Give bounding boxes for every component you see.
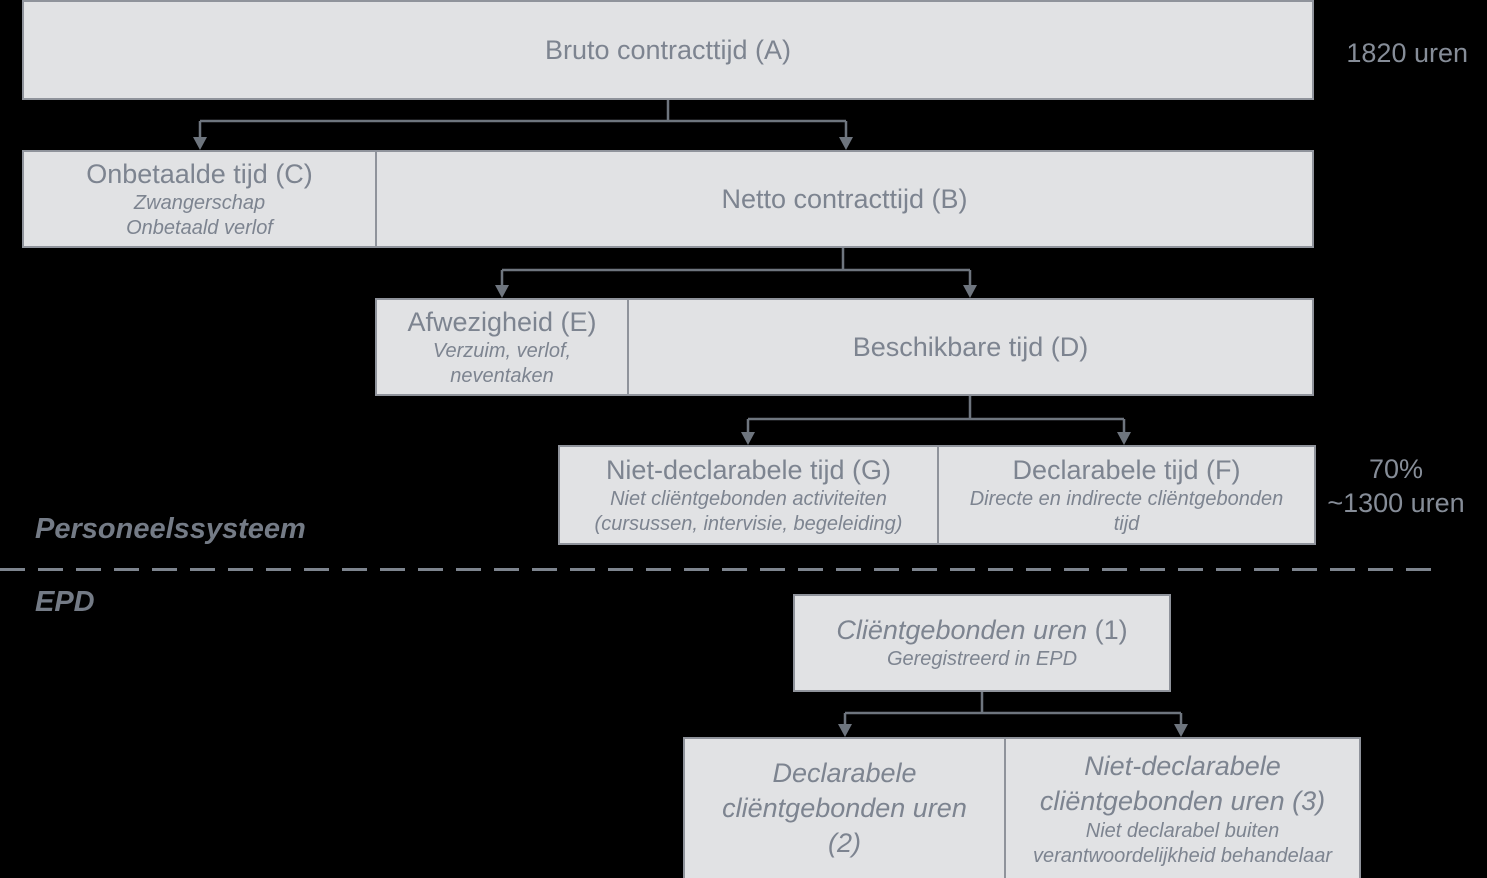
box-niet-declarabele-clientgebonden-uren: Niet-declarabele cliëntgebonden uren (3)… (1006, 739, 1359, 878)
box-declarabele-tijd-title: Declarabele tijd (F) (1012, 454, 1241, 485)
box2-title-line1: Declarabele (772, 758, 917, 788)
connector-a-to-c-b (198, 100, 848, 140)
box-declarabele-clientgebonden-uren: Declarabele cliëntgebonden uren (2) (685, 739, 1004, 878)
box-onbetaalde-tijd-sub2: Onbetaald verlof (126, 216, 273, 239)
row-declarabel-nietdeclarabel-epd: Declarabele cliëntgebonden uren (2) Niet… (683, 737, 1361, 878)
box-clientgebonden-uren: Cliëntgebonden uren (1) Geregistreerd in… (793, 594, 1171, 692)
box-clientgebonden-uren-title: Cliëntgebonden uren (1) (836, 615, 1128, 645)
box-niet-declarabele-tijd-title: Niet-declarabele tijd (G) (605, 454, 892, 485)
box-bruto-contracttijd-title: Bruto contracttijd (A) (544, 34, 792, 65)
declarable-hours: ~1300 uren (1327, 488, 1465, 518)
section-personeelssysteem-label: Personeelssysteem (35, 513, 306, 545)
connector-b-to-e-d (500, 248, 972, 288)
box-afwezigheid-title: Afwezigheid (E) (407, 306, 597, 337)
connector-d-to-g-f (746, 396, 1126, 435)
box-afwezigheid: Afwezigheid (E) Verzuim, verlof, neventa… (377, 300, 627, 394)
row5-divider (1004, 739, 1006, 878)
box-clientgebonden-uren-sub1: Geregistreerd in EPD (886, 648, 1078, 670)
arrowheads-1 (838, 724, 1188, 737)
row-nietdeclarabel-declarabel: Niet-declarabele tijd (G) Niet cliëntgeb… (558, 445, 1316, 545)
row4-divider (937, 447, 939, 543)
box-niet-declarabele-tijd: Niet-declarabele tijd (G) Niet cliëntgeb… (560, 447, 937, 543)
box-onbetaalde-tijd: Onbetaalde tijd (C) Zwangerschap Onbetaa… (24, 152, 375, 246)
arrowheads-b (495, 285, 977, 298)
row-afwezigheid-beschikbaar: Afwezigheid (E) Verzuim, verlof, neventa… (375, 298, 1314, 396)
box-declarabele-tijd: Declarabele tijd (F) Directe en indirect… (939, 447, 1314, 543)
total-hours-label: 1820 uren (1346, 38, 1468, 68)
box-niet-declarabele-tijd-sub1: Niet cliëntgebonden activiteiten (610, 487, 887, 510)
box-afwezigheid-sub1: Verzuim, verlof, (432, 339, 572, 362)
box3-sub2: verantwoordelijkheid behandelaar (1032, 844, 1333, 867)
box-netto-contracttijd-title: Netto contracttijd (B) (721, 183, 968, 214)
row2-divider (375, 152, 377, 246)
declarable-hours-label: 70% ~1300 uren (1320, 452, 1472, 520)
box3-title-line2: cliëntgebonden uren (3) (1039, 785, 1326, 816)
box-afwezigheid-sub2: neventaken (450, 364, 554, 387)
box-niet-declarabele-tijd-sub2: (cursussen, intervisie, begeleiding) (594, 512, 903, 535)
row3-divider (627, 300, 629, 394)
connector-1-to-2-3 (843, 692, 1183, 727)
arrowheads-a (193, 137, 853, 150)
box-bruto-contracttijd: Bruto contracttijd (A) (22, 0, 1314, 100)
box-onbetaalde-tijd-sub1: Zwangerschap (133, 191, 266, 214)
section-separator-dashed-line (0, 568, 1444, 571)
box-netto-contracttijd: Netto contracttijd (B) (377, 152, 1312, 246)
box-beschikbare-tijd-title: Beschikbare tijd (D) (852, 331, 1089, 362)
box-beschikbare-tijd: Beschikbare tijd (D) (629, 300, 1312, 394)
box3-sub1: Niet declarabel buiten (1085, 819, 1280, 842)
row-onbetaald-netto: Onbetaalde tijd (C) Zwangerschap Onbetaa… (22, 150, 1314, 248)
box-declarabele-tijd-sub1: Directe en indirecte cliëntgebonden (969, 487, 1284, 510)
box-declarabele-tijd-sub2: tijd (1113, 512, 1140, 535)
box2-title-line3: (2) (828, 828, 861, 858)
box2-title-line2: cliëntgebonden uren (722, 793, 967, 823)
section-epd-label: EPD (35, 586, 95, 618)
box-onbetaalde-tijd-title: Onbetaalde tijd (C) (86, 158, 313, 189)
declarable-percent: 70% (1368, 454, 1424, 484)
arrowheads-d (741, 432, 1131, 445)
box3-title-line1: Niet-declarabele (1084, 750, 1281, 781)
